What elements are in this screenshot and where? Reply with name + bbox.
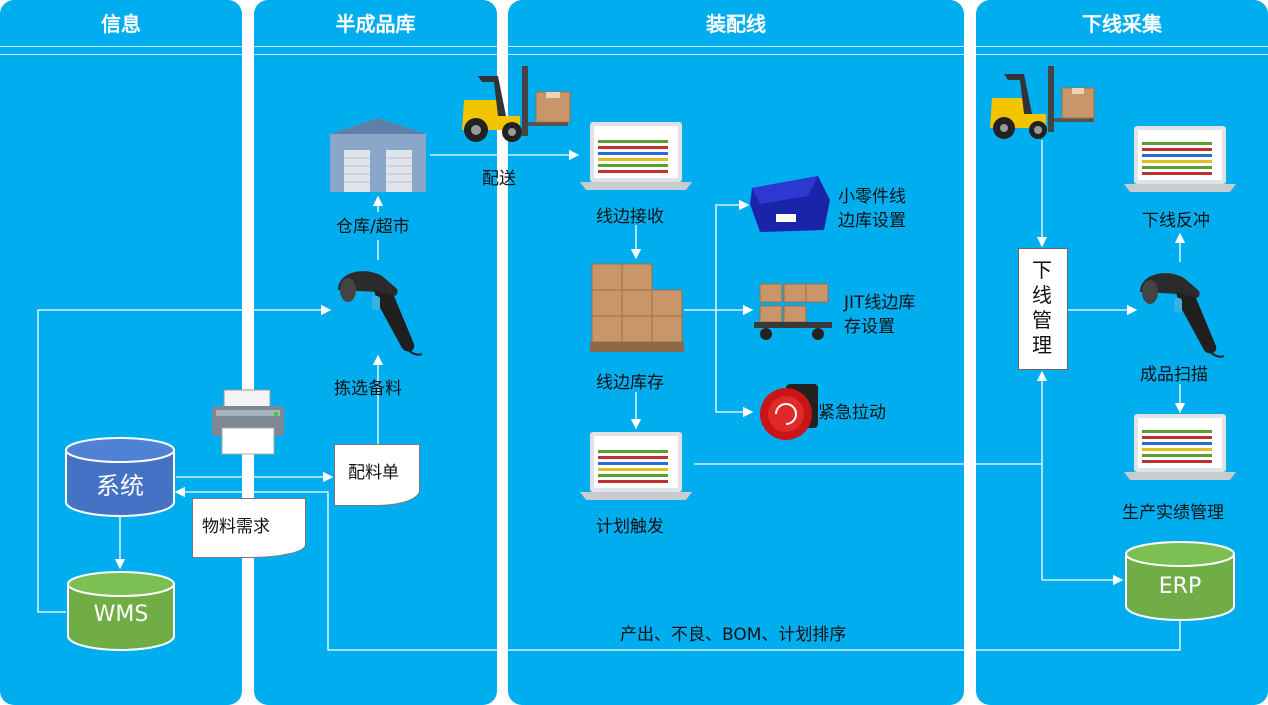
jit-label-2: 存设置 (844, 317, 895, 337)
warehouse-label: 仓库/超市 (336, 217, 410, 237)
boxes-pallet-icon (590, 263, 684, 352)
picking-list-doc (334, 444, 420, 506)
jit-label-1: JIT线边库 (844, 293, 916, 313)
erp-output-label: 产出、不良、BOM、计划排序 (620, 625, 847, 645)
arrow-wms-scanner (37, 304, 332, 613)
emergency-pull-label: 紧急拉动 (818, 403, 886, 423)
laptop-icon (1124, 414, 1236, 480)
lane-divider (254, 54, 497, 55)
parts-bin-icon (750, 176, 830, 232)
forklift-icon (462, 66, 571, 142)
line-receive-label: 线边接收 (596, 207, 664, 227)
small-parts-label-1: 小零件线 (838, 187, 906, 207)
offline-mgmt-label: 下线管理 (1032, 258, 1052, 357)
lane-divider (976, 54, 1268, 55)
lane-divider (508, 54, 964, 55)
lane-divider (0, 54, 242, 55)
line-stock-label: 线边库存 (596, 373, 664, 393)
laptop-icon (580, 122, 692, 190)
lane-wip-store: 半成品库 (254, 0, 497, 705)
product-scan-label: 成品扫描 (1140, 365, 1208, 385)
wms-cylinder (67, 571, 175, 651)
delivery-label: 配送 (482, 169, 516, 189)
erp-cylinder (1125, 541, 1235, 621)
laptop-icon (580, 432, 692, 500)
barcode-scanner-icon (1140, 273, 1225, 358)
plan-trigger-label: 计划触发 (596, 517, 664, 537)
system-label: 系统 (96, 472, 144, 500)
pick-prepare-label: 拣选备料 (334, 379, 402, 399)
system-cylinder (65, 437, 175, 517)
actual-mgmt-label: 生产实绩管理 (1122, 503, 1224, 523)
barcode-scanner-icon (338, 271, 423, 356)
material-demand-doc (192, 498, 306, 558)
picking-list-label: 配料单 (348, 463, 399, 483)
laptop-icon (1124, 126, 1236, 192)
lane-assembly: 装配线 (508, 0, 964, 705)
lane-title-info: 信息 (101, 12, 141, 36)
forklift-icon (990, 66, 1095, 139)
lane-title-assembly: 装配线 (706, 12, 766, 36)
lane-divider (976, 46, 1268, 47)
lane-title-offline: 下线采集 (1082, 12, 1162, 36)
warehouse-icon (330, 118, 426, 192)
erp-label: ERP (1158, 574, 1202, 599)
lane-divider (508, 46, 964, 47)
wms-label: WMS (93, 602, 149, 627)
emergency-button-icon (760, 384, 818, 440)
arrow-to-bin (684, 199, 750, 311)
printer-icon (212, 389, 284, 455)
backflush-label: 下线反冲 (1142, 211, 1210, 231)
arrow-erp-system (174, 486, 1181, 651)
lane-divider (0, 46, 242, 47)
lane-divider (254, 46, 497, 47)
material-demand-label: 物料需求 (202, 517, 270, 537)
arrow-to-emergency (715, 310, 754, 418)
offline-mgmt-box (1018, 248, 1068, 370)
cart-icon (754, 283, 832, 340)
lane-title-wip-store: 半成品库 (335, 12, 416, 36)
small-parts-label-2: 边库设置 (838, 211, 906, 231)
